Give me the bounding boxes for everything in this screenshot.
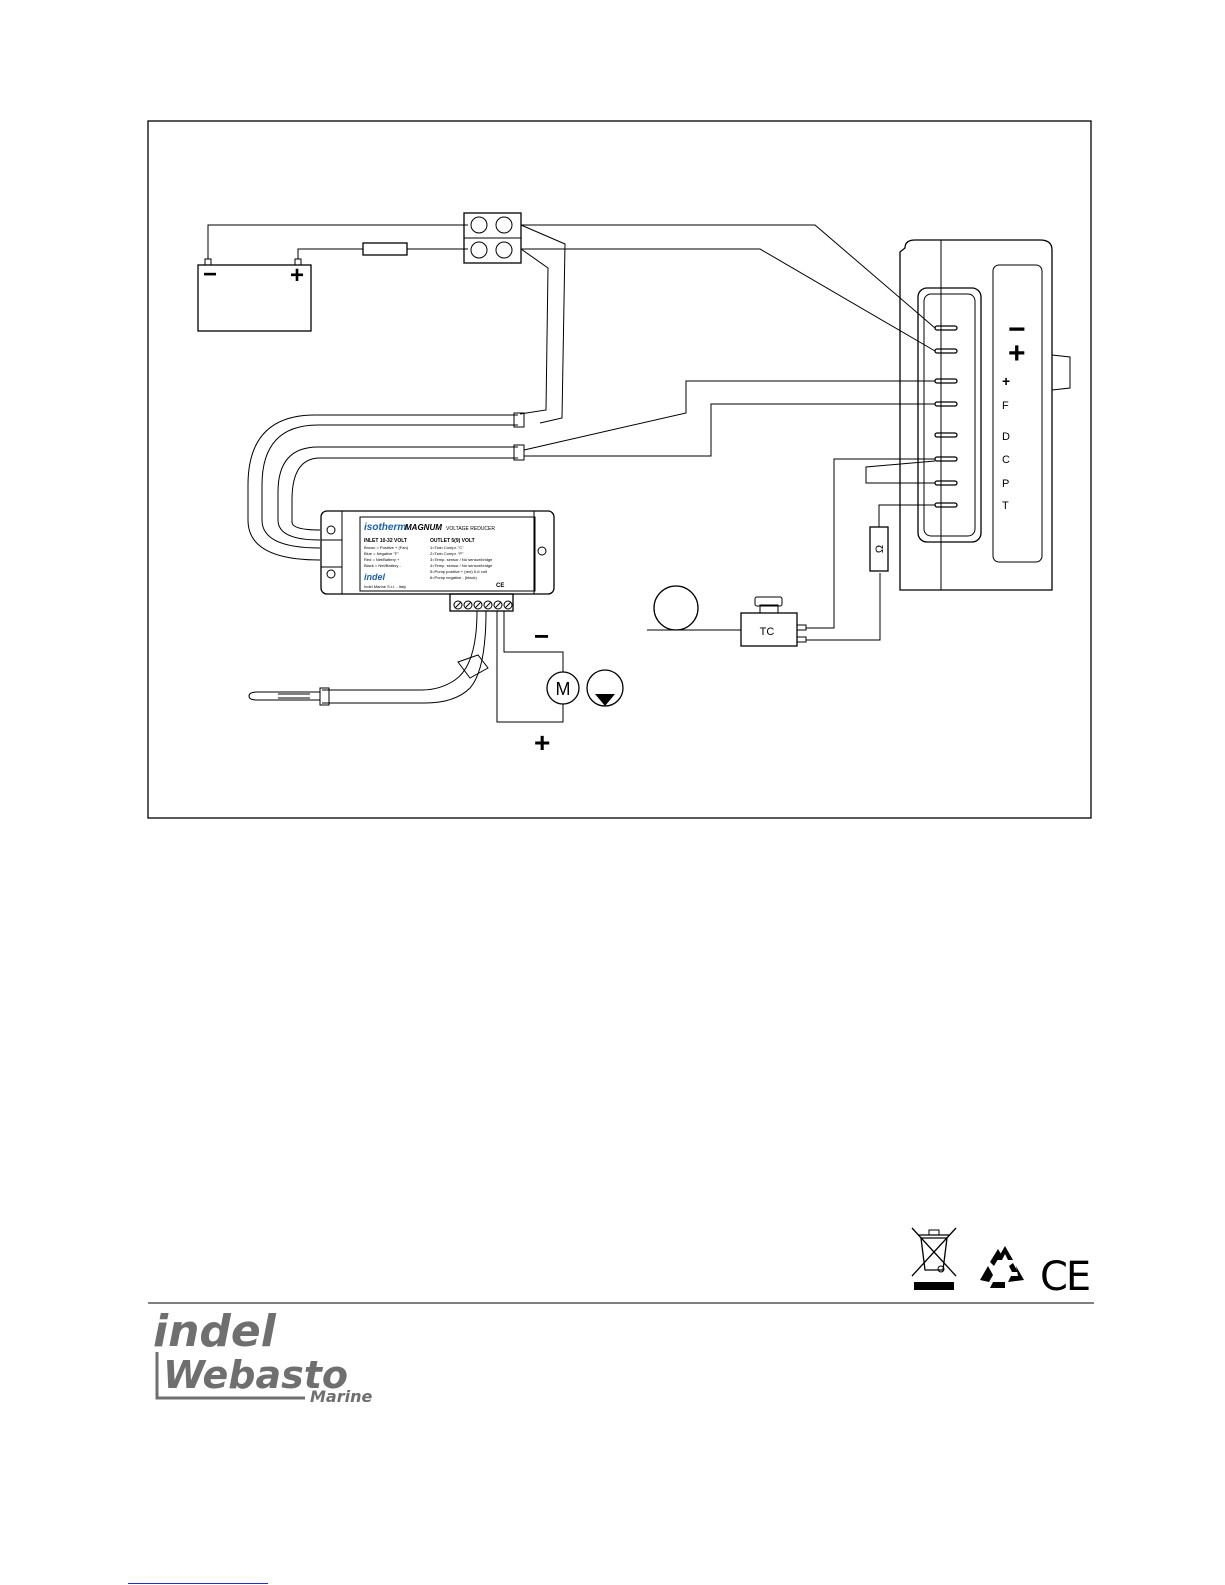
wire-plus-to-compressor bbox=[521, 248, 936, 352]
compressor-unit: − + + F D C P T bbox=[899, 239, 1071, 591]
wire-cable-to-pin-plus bbox=[523, 380, 935, 451]
reducer-outlet-line-2: 2=Twin Compr. "P" bbox=[430, 551, 464, 556]
diagram-frame bbox=[147, 120, 1092, 819]
fuse bbox=[362, 242, 408, 256]
pin-label-t: T bbox=[1002, 500, 1009, 512]
cable-outer bbox=[247, 414, 518, 561]
battery-positive-wire bbox=[297, 248, 468, 259]
voltage-reducer: isotherm MAGNUM VOLTAGE REDUCER INLET 10… bbox=[320, 510, 555, 595]
sensor-probe bbox=[248, 691, 320, 701]
reducer-inlet-title: INLET 10-32 VOLT bbox=[364, 538, 407, 544]
sensor-cable-end bbox=[319, 687, 330, 706]
pump-positive-wire bbox=[496, 611, 564, 723]
reducer-inlet-line-1: Brown = Positive + (Fan) bbox=[364, 545, 409, 550]
pump-negative-wire bbox=[503, 611, 564, 672]
recycle-icon bbox=[980, 1246, 1024, 1288]
wire-block-to-cable-a bbox=[520, 224, 566, 424]
battery: − + bbox=[197, 258, 312, 332]
sensor-sheath bbox=[457, 654, 489, 679]
battery-plus-label: + bbox=[290, 262, 304, 289]
reducer-outlet-line-6: 6=Pump negative - (black) bbox=[430, 575, 477, 580]
pin-label-f: F bbox=[1002, 400, 1009, 412]
reducer-inlet-line-2: Blue = Negative "F" bbox=[364, 551, 399, 556]
brand-line1: indel bbox=[153, 1306, 277, 1357]
reducer-subtitle: VOLTAGE REDUCER bbox=[446, 526, 495, 532]
resistor-wire bbox=[878, 504, 935, 527]
reducer-terminal-strip bbox=[449, 593, 514, 612]
indel-webasto-logo: indel Webasto Marine bbox=[153, 1306, 372, 1406]
cable-inner bbox=[277, 446, 518, 541]
reducer-inlet-line-3: Red = Net/Battery + bbox=[364, 557, 400, 562]
thermostat-label: TC bbox=[760, 626, 775, 638]
pump-plus-label: + bbox=[534, 727, 550, 758]
reducer-ce: CE bbox=[496, 583, 504, 589]
pin-label-p: P bbox=[1002, 478, 1009, 490]
thermostat-wire-t bbox=[806, 573, 881, 641]
pin-label-plus: + bbox=[1002, 373, 1010, 389]
pump-motor-label: M bbox=[556, 679, 571, 699]
weee-bin-icon bbox=[911, 1227, 957, 1290]
cable-end-1 bbox=[513, 412, 525, 428]
sensor-cable-lower bbox=[322, 610, 487, 704]
compressor-minus-label: − bbox=[1008, 313, 1026, 346]
brand-line3: Marine bbox=[310, 1387, 372, 1406]
cable-end-2 bbox=[513, 444, 525, 461]
cable-outer-inner bbox=[261, 424, 518, 549]
resistor: Ω bbox=[869, 526, 889, 572]
pump-motor: M bbox=[546, 669, 624, 707]
battery-minus-label: − bbox=[203, 261, 217, 288]
thermostat: TC bbox=[740, 596, 807, 647]
resistor-label: Ω bbox=[874, 545, 886, 553]
compressor-plus-label: + bbox=[1008, 337, 1026, 370]
pump-minus-label: − bbox=[534, 621, 549, 651]
cable-inner-inner bbox=[291, 457, 518, 531]
battery-negative-wire bbox=[207, 224, 468, 259]
reducer-maker-logo: indel bbox=[364, 572, 386, 582]
pin-label-c: C bbox=[1002, 454, 1010, 466]
brand-line2: Webasto bbox=[163, 1353, 348, 1397]
reducer-outlet-title: OUTLET 5(9) VOLT bbox=[430, 538, 475, 544]
pin-label-d: D bbox=[1002, 431, 1010, 443]
thermostat-bulb bbox=[653, 585, 699, 631]
reducer-outlet-line-1: 1=Twin Compr. "C" bbox=[430, 545, 464, 550]
wire-block-to-cable-b bbox=[519, 248, 549, 415]
wire-cable-to-pin-f bbox=[524, 403, 935, 457]
reducer-model: MAGNUM bbox=[405, 523, 442, 532]
reducer-label-panel bbox=[359, 516, 536, 592]
reducer-outlet-line-3: 3=Temp. sensor / No sensor/bridge bbox=[430, 557, 493, 562]
ce-mark: CE bbox=[1040, 1254, 1089, 1300]
reducer-maker: Indel Marine S.r.l. - Italy bbox=[364, 584, 406, 589]
reducer-brand: isotherm bbox=[364, 522, 406, 533]
wire-minus-to-compressor bbox=[521, 224, 936, 329]
sensor-cable-upper bbox=[322, 610, 478, 691]
thermostat-wire-c bbox=[806, 458, 935, 629]
terminal-block bbox=[463, 212, 522, 264]
reducer-outlet-line-5: 5=Pump positive + (red) 5-6 volt bbox=[430, 569, 488, 574]
reducer-outlet-line-4: 4=Temp. sensor / No sensor/bridge bbox=[430, 563, 493, 568]
reducer-inlet-line-4: Black = Net/Battery - bbox=[364, 563, 401, 568]
footer-link-underline[interactable] bbox=[128, 1583, 268, 1584]
